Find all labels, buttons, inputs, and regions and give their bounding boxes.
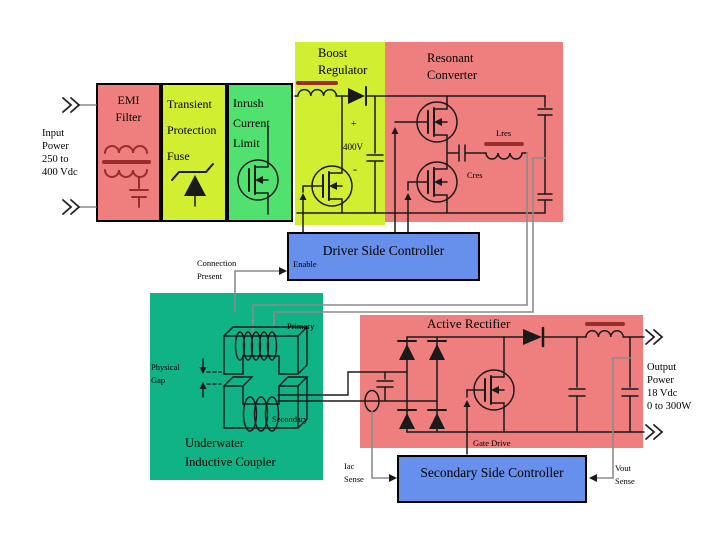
transient-protection-block: [161, 83, 227, 222]
input-wires: [62, 97, 97, 215]
resonant-converter-label: Resonant Converter: [427, 51, 477, 82]
resonant-circuit: [394, 95, 553, 214]
driver-side-controller-box: [287, 232, 480, 281]
tvs-diode-symbol: [171, 163, 214, 207]
cap-value-label: 400V: [343, 142, 363, 152]
transient-protection-label: Transient Protection Fuse: [167, 97, 217, 163]
connection-present-wire: [234, 267, 287, 313]
enable-label: Enable: [293, 259, 317, 269]
cap-plus-label: +: [351, 119, 357, 130]
tank-to-primary-wires: [252, 152, 546, 333]
driver-gate-arrows: [299, 127, 412, 233]
active-rectifier-title: Active Rectifier: [427, 316, 511, 331]
secondary-to-rectifier-wires: [277, 371, 438, 402]
secondary-label: Secondary: [272, 414, 308, 424]
output-power-label: Output Power 18 Vdc 0 to 300W: [647, 362, 692, 412]
secondary-side-controller-box: [397, 455, 587, 503]
connection-present-label: Connection Present: [197, 258, 237, 281]
input-power-label: Input Power 250 to 400 Vdc: [42, 128, 78, 178]
vout-sense-label: Vout Sense: [615, 463, 635, 486]
secondary-controller-title: Secondary Side Controller: [420, 465, 564, 480]
inrush-mosfet: [237, 125, 279, 215]
emi-filter-block: [96, 83, 161, 222]
boost-circuit: [294, 81, 546, 214]
driver-controller-title: Driver Side Controller: [322, 243, 445, 258]
iac-sense-label: Iac Sense: [344, 461, 364, 484]
emi-filter-symbol: [102, 145, 151, 208]
output-wires: [645, 329, 664, 440]
primary-label: Primary: [287, 321, 315, 331]
emi-filter-label: EMI Filter: [115, 93, 142, 124]
physical-gap-arrows: [199, 358, 222, 398]
boost-regulator-block: [295, 42, 385, 225]
boost-regulator-label: Boost Regulator: [318, 46, 368, 77]
inrush-limit-label: Inrush Current Limit: [233, 96, 270, 150]
cap-minus-label: -: [353, 162, 357, 176]
sense-wires: [371, 357, 631, 482]
cres-label: Cres: [467, 170, 483, 180]
gate-drive-label: Gate Drive: [473, 438, 511, 448]
coupler-title: Underwater Inductive Coupler: [185, 436, 276, 469]
lres-label: Lres: [496, 128, 512, 138]
inrush-limit-block: [227, 83, 293, 222]
rectifier-circuit: [364, 322, 645, 433]
physical-gap-label: Physical Gap: [151, 362, 180, 385]
coupler-cores: [223, 326, 309, 432]
